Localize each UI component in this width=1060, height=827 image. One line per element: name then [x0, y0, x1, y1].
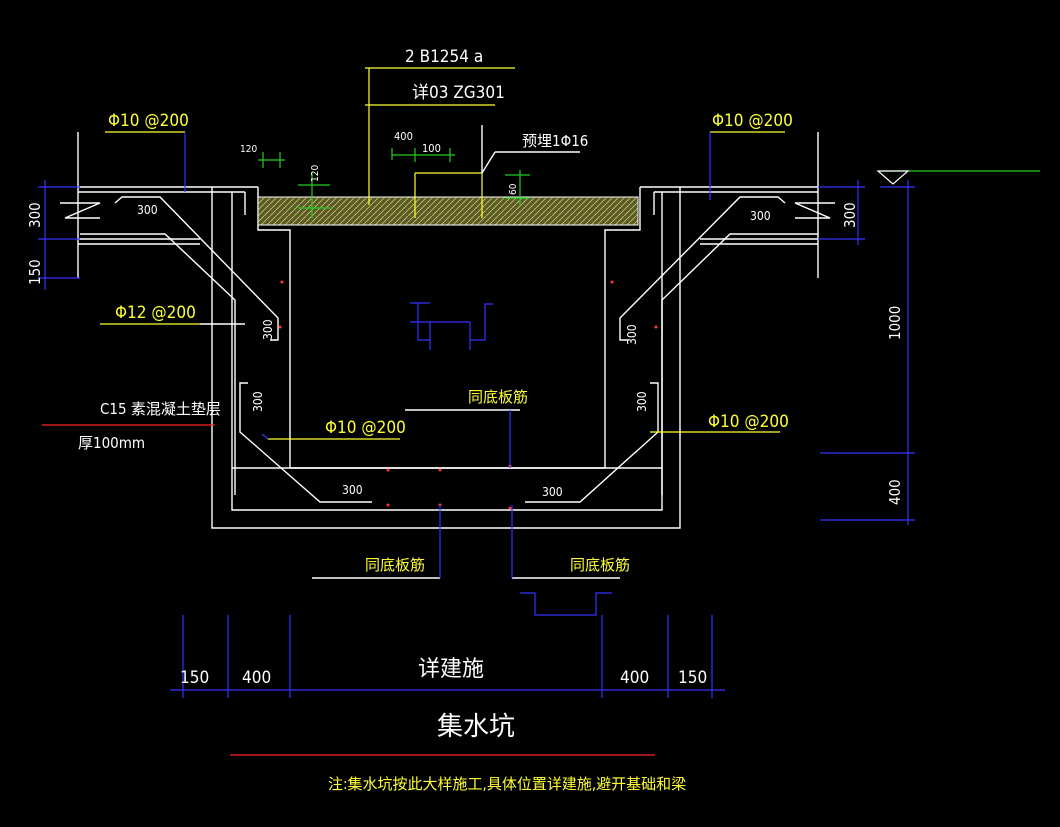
top-callout-1: 2 B1254 a — [405, 47, 483, 67]
sump-detail — [520, 592, 612, 616]
elevation-marker-icon — [876, 170, 910, 185]
dim-400-small: 400 — [394, 130, 413, 143]
hook-300-tl: 300 — [137, 203, 158, 217]
dim-b-center: 详建施 — [418, 657, 484, 682]
cushion-label-1: C15 素混凝土垫层 — [100, 400, 221, 418]
dim-b-150-l: 150 — [180, 668, 209, 688]
side-dims — [38, 180, 915, 525]
same-bottom-2: 同底板筋 — [365, 556, 425, 574]
hook-300-tr: 300 — [750, 209, 771, 223]
rebar-bottom-left: Φ10 @200 — [325, 418, 406, 438]
hook-300-mr: 300 — [625, 324, 639, 345]
same-bottom-3: 同底板筋 — [570, 556, 630, 574]
cushion-label-2: 厚100mm — [78, 434, 145, 452]
dim-left-150: 150 — [26, 259, 44, 285]
rebar-bent — [80, 196, 818, 503]
top-callout-2: 详03 ZG301 — [412, 83, 505, 103]
hook-300-ll: 300 — [251, 391, 265, 412]
drawing-title: 集水坑 — [437, 712, 515, 742]
slab-outline — [77, 132, 819, 278]
dim-right-300: 300 — [841, 202, 859, 228]
dim-120-h: 120 — [240, 144, 257, 155]
pit-walls — [211, 187, 681, 529]
same-bottom-1: 同底板筋 — [468, 388, 528, 406]
hook-300-br: 300 — [542, 485, 563, 499]
dim-100-small: 100 — [422, 142, 441, 155]
break-symbols — [60, 202, 835, 219]
embed-label: 预埋1Φ16 — [522, 132, 588, 150]
dim-b-400-r: 400 — [620, 668, 649, 688]
hook-300-lr: 300 — [635, 391, 649, 412]
drawing-note: 注:集水坑按此大样施工,具体位置详建施,避开基础和梁 — [328, 775, 686, 793]
cover-slab — [257, 196, 639, 226]
hook-300-bl: 300 — [342, 483, 363, 497]
hook-300-ml: 300 — [261, 319, 275, 340]
leader-lines — [42, 67, 785, 579]
dim-right-400: 400 — [886, 479, 904, 505]
dim-right-1000: 1000 — [886, 306, 904, 340]
rebar-bottom-right: Φ10 @200 — [708, 412, 789, 432]
dim-left-300: 300 — [26, 202, 44, 228]
dim-120-v: 120 — [310, 165, 321, 182]
bottom-dims — [170, 615, 725, 698]
rebar-top-left: Φ10 @200 — [108, 111, 189, 131]
rebar-left-wall: Φ12 @200 — [115, 303, 196, 323]
rebar-top-right: Φ10 @200 — [712, 111, 793, 131]
pump-symbol-icon — [410, 302, 493, 350]
dim-b-150-r: 150 — [678, 668, 707, 688]
dim-60: 60 — [508, 183, 519, 195]
dim-b-400-l: 400 — [242, 668, 271, 688]
rebar-dots — [278, 280, 658, 510]
